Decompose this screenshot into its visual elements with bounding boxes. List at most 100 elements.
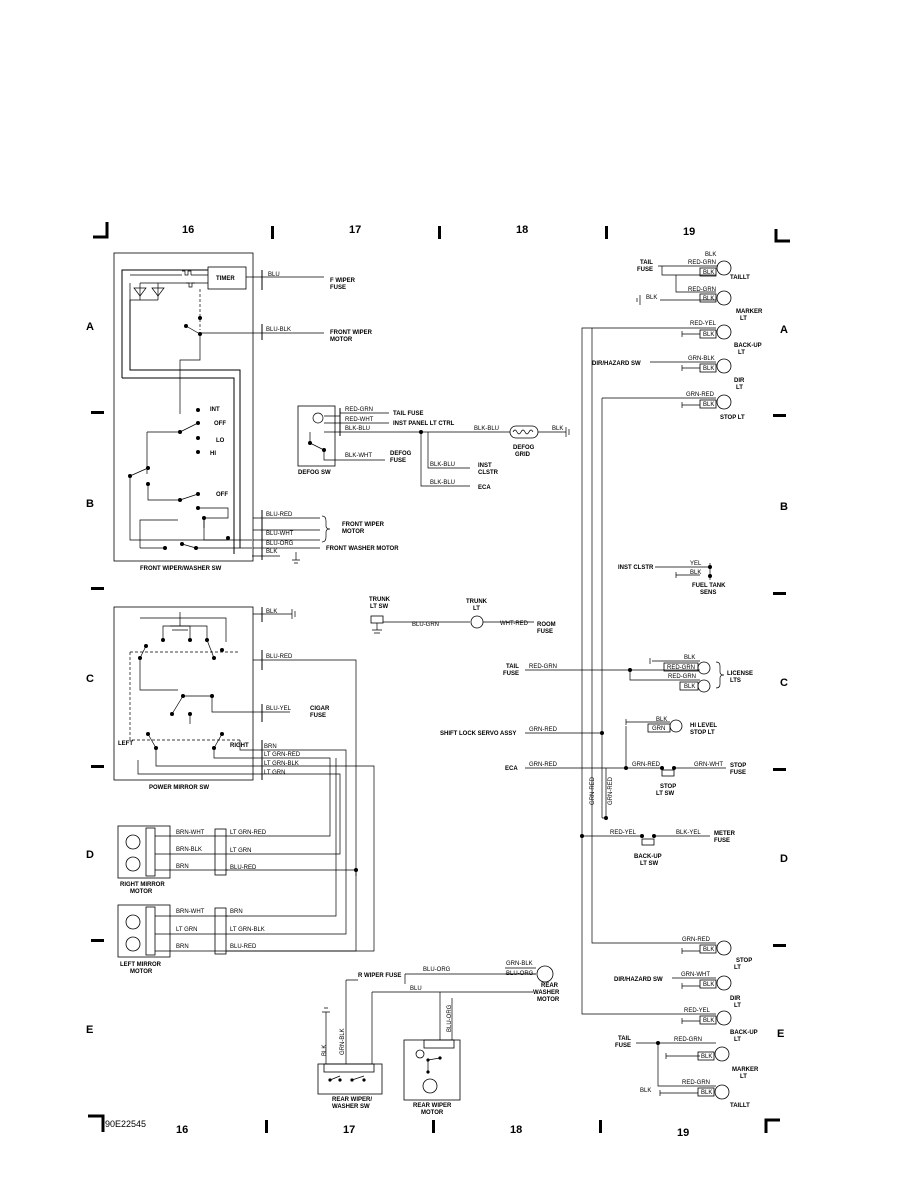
fuel-tank-label-1: FUEL TANK: [692, 583, 726, 589]
rear-wiper-motor-label-2: MOTOR: [421, 1110, 444, 1116]
right-mirror-motor-label-2: MOTOR: [130, 889, 153, 895]
wire-red-grn-lic2: RED-GRN: [667, 665, 695, 671]
wire-red-grn-lic: RED-GRN: [529, 664, 557, 670]
dest-f-wiper-fuse-1: F WIPER: [330, 278, 356, 284]
dest-stop-fuse-2: FUSE: [730, 770, 746, 776]
col-17-bottom: 17: [343, 1124, 355, 1136]
dir-lt-label-1: DIR: [734, 378, 745, 384]
stop-lt-sw-label-2: LT SW: [656, 791, 675, 797]
wire-red-yel-backup: RED-YEL: [690, 321, 717, 327]
wire-blk-lic1: BLK: [684, 655, 695, 661]
mirror-right-label: RIGHT: [230, 743, 249, 749]
dest-eca-r: ECA: [505, 766, 518, 772]
wire-blk-backup: BLK: [703, 332, 714, 338]
left-mirror-motor-label-2: MOTOR: [130, 969, 153, 975]
wire-blk-stop: BLK: [703, 402, 714, 408]
dest-front-washer-motor: FRONT WASHER MOTOR: [326, 546, 399, 552]
column-labels: 16 17 18 19 16 17 18 19 90E22545: [105, 224, 695, 1139]
wire-brn-mirror: BRN: [264, 744, 277, 750]
wire-brn-wht-l: BRN-WHT: [176, 909, 205, 915]
left-mirror-motor-label-1: LEFT MIRROR: [120, 962, 162, 968]
wire-brn-l: BRN: [176, 944, 189, 950]
wire-blk-stop2: BLK: [703, 947, 714, 953]
dest-shift-lock: SHIFT LOCK SERVO ASSY: [440, 731, 516, 737]
switch-pos-hi: HI: [210, 451, 216, 457]
wire-blk-gnd-bottom: BLK: [640, 1088, 651, 1094]
wire-blu-org-rear: BLU-ORG: [447, 1004, 453, 1032]
wire-blu-rear: BLU: [410, 986, 422, 992]
stop-lt-label: STOP LT: [720, 415, 745, 421]
dest-r-wiper-fuse: R WIPER FUSE: [358, 973, 401, 979]
wire-blk-mirror: BLK: [266, 609, 277, 615]
wire-lt-grn-red-mirror: LT GRN-RED: [264, 752, 301, 758]
wire-blu-grn-trunk: BLU-GRN: [412, 622, 439, 628]
dest-tail-fuse-e-1: TAIL: [618, 1036, 631, 1042]
dest-defog-fuse-2: FUSE: [390, 458, 406, 464]
wire-red-grn-marker: RED-GRN: [688, 287, 716, 293]
dest-tail-fuse-c-2: FUSE: [503, 671, 519, 677]
wire-blu-blk: BLU-BLK: [266, 327, 291, 333]
dest-tail-fuse-r-1: TAIL: [640, 260, 653, 266]
wire-brn-blk-r: BRN-BLK: [176, 847, 202, 853]
wire-blk-dir2: BLK: [703, 982, 714, 988]
power-mirror-sw-label: POWER MIRROR SW: [149, 785, 209, 791]
front-wiper-connector: BLU F WIPER FUSE BLU-BLK FRONT WIPER MOT…: [253, 270, 399, 564]
wire-blu-red-1: BLU-RED: [266, 512, 293, 518]
license-lts-label-2: LTS: [730, 678, 741, 684]
switch-pos-off2: OFF: [216, 492, 228, 498]
hi-level-stop-label-2: STOP LT: [690, 730, 715, 736]
wire-blu-wht-1: BLU-WHT: [266, 531, 294, 537]
wire-yel: YEL: [690, 561, 702, 567]
rear-washer-motor-label-2: WASHER: [533, 990, 560, 996]
wire-blk-marker2: BLK: [701, 1054, 712, 1060]
wire-blk-wht-defog: BLK-WHT: [345, 453, 372, 459]
wire-blk-tail3: BLK: [701, 1090, 712, 1096]
marker-lt-label-1: MARKER: [736, 309, 763, 315]
front-wiper-washer-sw-label: FRONT WIPER/WASHER SW: [140, 566, 222, 572]
wire-lt-grn-mirror: LT GRN: [264, 770, 285, 776]
dest-front-wiper-motor2-1: FRONT WIPER: [342, 522, 385, 528]
wire-blk-fuel: BLK: [690, 570, 701, 576]
taillt-label: TAILLT: [730, 275, 750, 281]
wire-grn-red-eca: GRN-RED: [529, 762, 558, 768]
wire-grn-red-v2: GRN-RED: [608, 776, 614, 805]
wire-red-grn-tail: RED-GRN: [688, 260, 716, 266]
wire-red-grn-defog: RED-GRN: [345, 407, 373, 413]
wire-brn-r: BRN: [176, 864, 189, 870]
switch-pos-lo: LO: [216, 438, 225, 444]
row-e-left: E: [86, 1024, 93, 1036]
wire-grn-red-stop: GRN-RED: [686, 392, 715, 398]
dest-meter-fuse-2: FUSE: [714, 838, 730, 844]
wire-blu-red-mirror: BLU-RED: [266, 654, 293, 660]
wire-blk-blu-defog: BLK-BLU: [345, 426, 370, 432]
wire-blu-org-1: BLU-ORG: [266, 541, 294, 547]
wire-blk-tail2: BLK: [703, 270, 714, 276]
wire-blk-blu-inst: BLK-BLU: [430, 462, 455, 468]
rear-wiper-motor-label-1: REAR WIPER: [413, 1103, 452, 1109]
wire-brn-wht-r: BRN-WHT: [176, 830, 205, 836]
rear-washer-motor-label-1: REAR: [541, 983, 559, 989]
trunk-lt-sw-label-1: TRUNK: [369, 597, 391, 603]
dest-tail-fuse-e-2: FUSE: [615, 1043, 631, 1049]
wire-red-grn-tail2: RED-GRN: [682, 1080, 710, 1086]
trunk-light: TRUNK LT SW BLU-GRN TRUNK LT WHT-RED ROO…: [369, 597, 556, 635]
dir-lt-label-2: LT: [736, 385, 743, 391]
dest-room-fuse-1: ROOM: [537, 622, 556, 628]
rear-wiper-washer-sw-label-2: WASHER SW: [332, 1104, 370, 1110]
row-a-right: A: [780, 324, 788, 336]
hi-level-stop-label-1: HI LEVEL: [690, 723, 717, 729]
trunk-lt-sw-label-2: LT SW: [370, 604, 389, 610]
dest-cigar-fuse-2: FUSE: [310, 713, 326, 719]
dest-cigar-fuse-1: CIGAR: [310, 706, 330, 712]
row-d-left: D: [86, 849, 94, 861]
col-17-top: 17: [349, 224, 361, 236]
wire-blk-tail: BLK: [705, 252, 716, 258]
wire-grn-wht-stopsw: GRN-WHT: [694, 762, 723, 768]
dest-stop-fuse-1: STOP: [730, 763, 746, 769]
power-mirror-switch: POWER MIRROR SW BLU-RED BLU-YEL CIGAR FU…: [113, 606, 375, 952]
row-c-right: C: [780, 677, 788, 689]
wire-blk-1: BLK: [266, 549, 277, 555]
backup-lt-label-2: LT: [738, 350, 745, 356]
rear-wiper-washer-sw-label-1: REAR WIPER/: [332, 1097, 372, 1103]
